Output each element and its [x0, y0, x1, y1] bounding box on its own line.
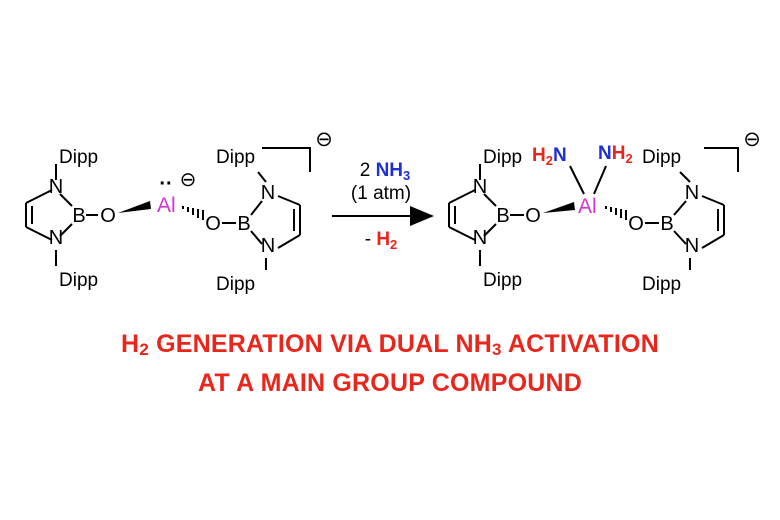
product-bracket [704, 147, 739, 172]
product-right-oxygen: O [628, 213, 644, 235]
reactant-bracket [262, 147, 311, 172]
product-al: Al [578, 195, 597, 218]
right-ring-bonds [222, 171, 301, 270]
byproduct-label: - H2 [365, 229, 398, 252]
caption-end: ACTIVATION [501, 330, 659, 358]
caption-mid: GENERATION VIA DUAL NH [148, 330, 493, 358]
product-right-ring-bonds [645, 171, 725, 270]
caption-h: H [121, 330, 140, 358]
left-dipp-bottom: Dipp [59, 270, 98, 291]
wedge-bond [118, 201, 151, 213]
right-ring-boron: B [237, 213, 250, 235]
al-negative-charge: ⊖ [180, 169, 197, 191]
product-right-boron: B [660, 213, 673, 235]
conditions-label: (1 atm) [351, 183, 411, 204]
product-left-dipp-bottom: Dipp [483, 270, 522, 291]
left-oxygen: O [100, 205, 116, 227]
product-right-n-bottom: N [685, 235, 699, 257]
left-ring-n-top: N [49, 176, 63, 198]
reactant-molecule: N N B O Dipp Dipp Al ·· ⊖ O B N N [25, 128, 333, 295]
product-left-boron: B [496, 205, 509, 227]
reactant-al: Al [157, 194, 176, 217]
caption-line-2: AT A MAIN GROUP COMPOUND [198, 369, 582, 397]
product-right-dipp-bottom: Dipp [642, 274, 681, 295]
left-ring-bonds [25, 164, 98, 266]
reactant-complex-charge: ⊖ [315, 128, 333, 151]
reagent-label: 2 NH3 [360, 160, 411, 183]
hashed-bond [182, 206, 204, 220]
right-ring-n-bottom: N [261, 235, 275, 257]
product-left-oxygen: O [525, 205, 541, 227]
right-dipp-top: Dipp [216, 147, 255, 168]
right-ring-n-top: N [261, 182, 275, 204]
caption-nh-sub: 3 [492, 340, 502, 359]
reaction-arrow-group: 2 NH3 (1 atm) - H2 [332, 160, 434, 252]
product-left-dipp-top: Dipp [483, 147, 522, 168]
al-lone-pair: ·· [159, 173, 172, 195]
left-ring-boron: B [72, 205, 85, 227]
product-right-dipp-top: Dipp [642, 147, 681, 168]
product-right-n-top: N [685, 182, 699, 204]
caption-line-1: H2 GENERATION VIA DUAL NH3 ACTIVATION [0, 330, 780, 360]
amide-right-label: NH2 [598, 143, 633, 166]
left-dipp-top: Dipp [59, 147, 98, 168]
caption-h-sub: 2 [139, 340, 149, 359]
right-dipp-bottom: Dipp [216, 274, 255, 295]
product-complex-charge: ⊖ [743, 128, 761, 151]
product-molecule: N N B O Dipp Dipp Al H2N NH2 O B N N [448, 128, 761, 295]
product-left-n-bottom: N [473, 227, 487, 249]
right-oxygen: O [205, 213, 221, 235]
al-n-bond-left [569, 165, 585, 195]
product-hashed-bond [605, 206, 627, 220]
al-n-bond-right [593, 165, 607, 195]
product-left-n-top: N [473, 176, 487, 198]
amide-left-label: H2N [532, 145, 567, 168]
product-wedge-bond [543, 202, 575, 213]
product-left-ring-bonds [448, 164, 524, 266]
left-ring-n-bottom: N [49, 227, 63, 249]
